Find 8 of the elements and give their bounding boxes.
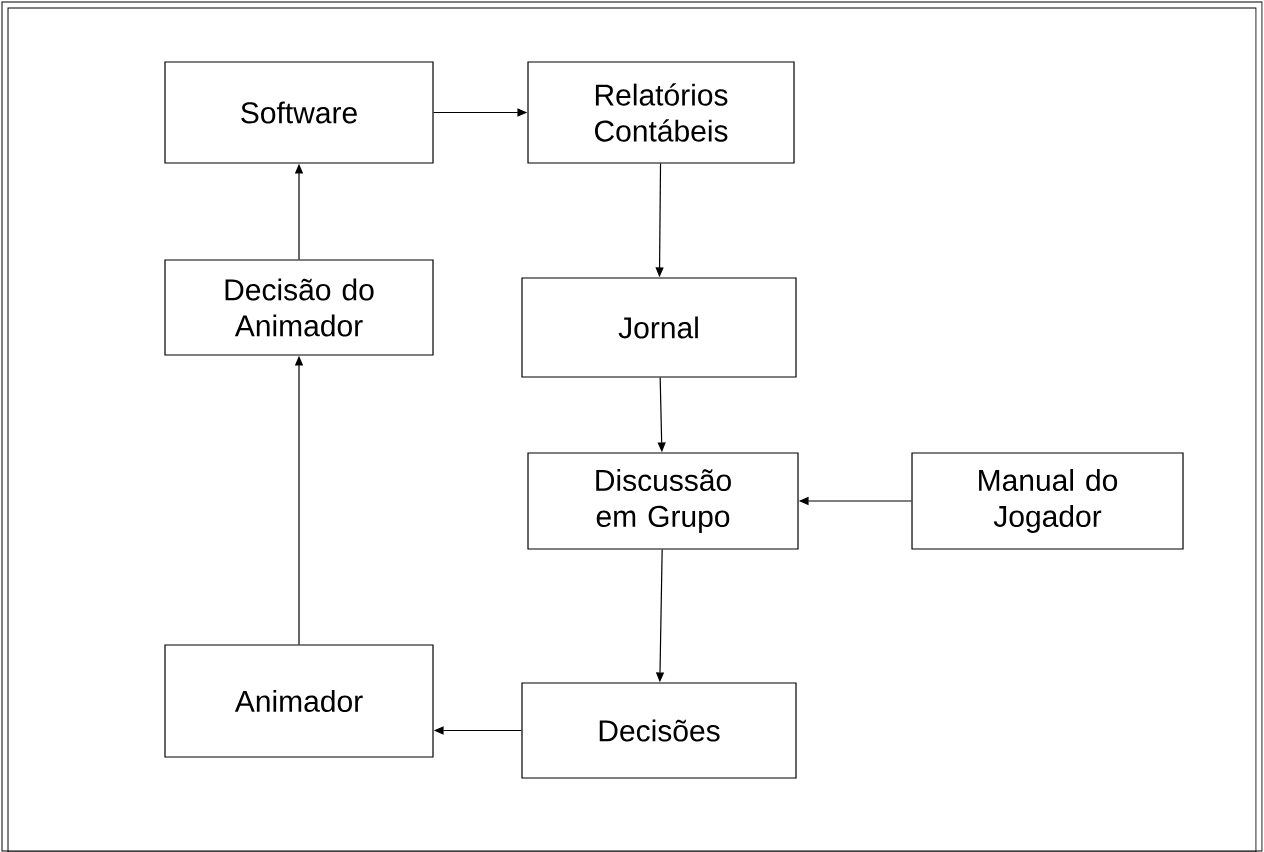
process-box: Decisão do Animador bbox=[164, 259, 434, 356]
process-box: Jornal bbox=[521, 277, 797, 378]
process-box: Decisões bbox=[521, 682, 797, 779]
process-box: Animador bbox=[164, 644, 434, 758]
process-box: Relatórios Contábeis bbox=[527, 61, 795, 164]
process-box: Manual do Jogador bbox=[911, 452, 1184, 550]
process-box: Discussão em Grupo bbox=[527, 452, 799, 550]
process-box: Software bbox=[164, 61, 434, 164]
